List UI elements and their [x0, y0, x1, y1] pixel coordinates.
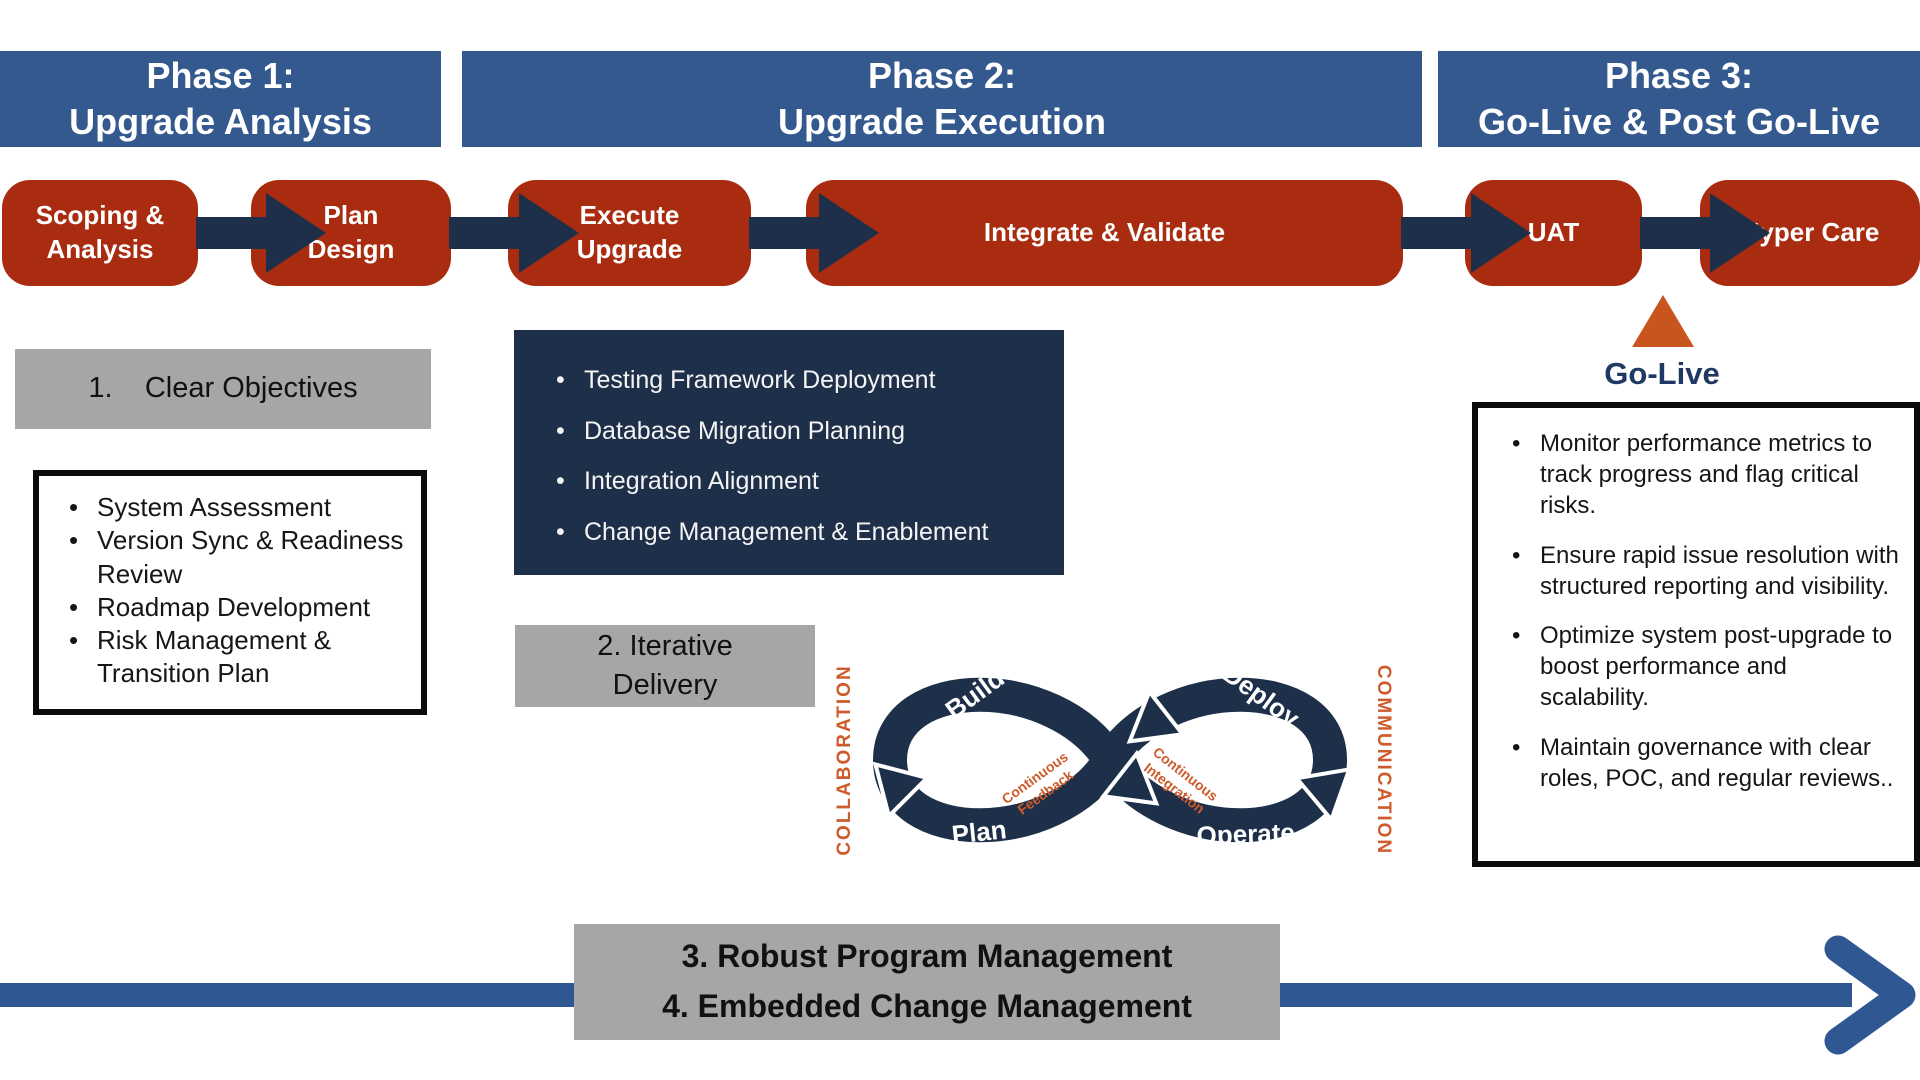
program-management-box: 3. Robust Program Management 4. Embedded…	[574, 924, 1280, 1040]
phase3-notes-box: Monitor performance metrics to track pro…	[1472, 402, 1920, 867]
step-label: Execute	[579, 200, 680, 231]
program-management-label: 3. Robust Program Management	[681, 938, 1173, 975]
checklist-item: Roadmap Development	[61, 591, 411, 625]
step-label: Integrate & Validate	[983, 217, 1226, 248]
step-label: Analysis	[46, 234, 154, 264]
devops-infinity-diagram: Build Deploy Plan Operate Continuous Fee…	[834, 658, 1393, 856]
phase-2-title-line1: Phase 2:	[867, 54, 1017, 96]
phase2-activities-box: Testing Framework Deployment Database Mi…	[514, 330, 1064, 575]
iterative-delivery-line1: 2. Iterative	[597, 629, 733, 662]
step-label: Plan	[323, 200, 379, 231]
phase-3-title-line2: Go-Live & Post Go-Live	[1477, 101, 1881, 142]
change-management-label: 4. Embedded Change Management	[662, 988, 1192, 1024]
flow-arrow-icon	[1401, 193, 1531, 273]
phase-3-title-line1: Phase 3:	[1604, 54, 1754, 96]
phase2-activities-list: Testing Framework Deployment Database Mi…	[514, 330, 1064, 576]
phase-2-header: Phase 2: Upgrade Execution	[462, 51, 1422, 147]
build-label: Build	[940, 662, 1010, 724]
clear-objectives-label: 1. Clear Objectives	[88, 372, 358, 405]
flow-arrow-icon	[449, 193, 579, 273]
step-label: UAT	[1527, 217, 1580, 248]
flow-step-execute-upgrade: Execute Upgrade	[508, 180, 751, 286]
operate-label: Operate	[1196, 817, 1295, 850]
checklist-item: Risk Management & Transition Plan	[61, 624, 411, 691]
step-label: Upgrade	[576, 234, 683, 264]
step-label: Design	[307, 234, 395, 264]
collaboration-label: COLLABORATION	[834, 664, 855, 855]
clear-objectives-box: 1. Clear Objectives	[15, 349, 431, 429]
phase3-notes-list: Monitor performance metrics to track pro…	[1478, 408, 1914, 822]
arrowhead-icon	[1824, 935, 1916, 1055]
phase1-checklist-box: System Assessment Version Sync & Readine…	[33, 470, 427, 715]
activity-item: Change Management & Enablement	[554, 516, 1044, 549]
iterative-delivery-box: 2. Iterative Delivery	[515, 625, 815, 707]
loop-arrowhead-icon	[1126, 687, 1187, 744]
communication-label: COMMUNICATION	[1373, 665, 1393, 855]
iterative-delivery-line2: Delivery	[612, 669, 718, 701]
flow-step-integrate-validate: Integrate & Validate	[806, 180, 1403, 286]
activity-item: Integration Alignment	[554, 465, 1044, 498]
infinity-loop-shape	[872, 677, 1348, 843]
phase1-checklist: System Assessment Version Sync & Readine…	[39, 476, 421, 701]
phase-1-title-line1: Phase 1:	[146, 54, 295, 96]
note-item: Optimize system post-upgrade to boost pe…	[1504, 620, 1900, 714]
phase-1-header: Phase 1: Upgrade Analysis	[0, 51, 441, 147]
plan-label: Plan	[950, 814, 1008, 850]
flow-step-uat: UAT	[1465, 180, 1642, 286]
phase-3-header: Phase 3: Go-Live & Post Go-Live	[1438, 51, 1920, 147]
note-item: Ensure rapid issue resolution with struc…	[1504, 540, 1900, 602]
checklist-item: Version Sync & Readiness Review	[61, 524, 411, 591]
activity-item: Database Migration Planning	[554, 415, 1044, 448]
flow-arrow-icon	[196, 193, 326, 273]
phase-1-title-line2: Upgrade Analysis	[69, 101, 372, 142]
flow-arrow-icon	[1640, 193, 1770, 273]
golive-triangle-icon	[1632, 295, 1694, 347]
golive-label: Go-Live	[1604, 356, 1720, 391]
activity-item: Testing Framework Deployment	[554, 364, 1044, 397]
loop-arrowhead-icon	[1099, 749, 1160, 806]
loop-arrowhead-icon	[872, 761, 931, 820]
step-label: Scoping &	[35, 200, 165, 231]
loop-arrowhead-icon	[1292, 766, 1353, 824]
phase-2-title-line2: Upgrade Execution	[777, 101, 1107, 142]
flow-step-scoping-analysis: Scoping & Analysis	[2, 180, 198, 286]
note-item: Maintain governance with clear roles, PO…	[1504, 732, 1900, 794]
flow-arrow-icon	[749, 193, 879, 273]
checklist-item: System Assessment	[61, 491, 411, 525]
note-item: Monitor performance metrics to track pro…	[1504, 428, 1900, 522]
